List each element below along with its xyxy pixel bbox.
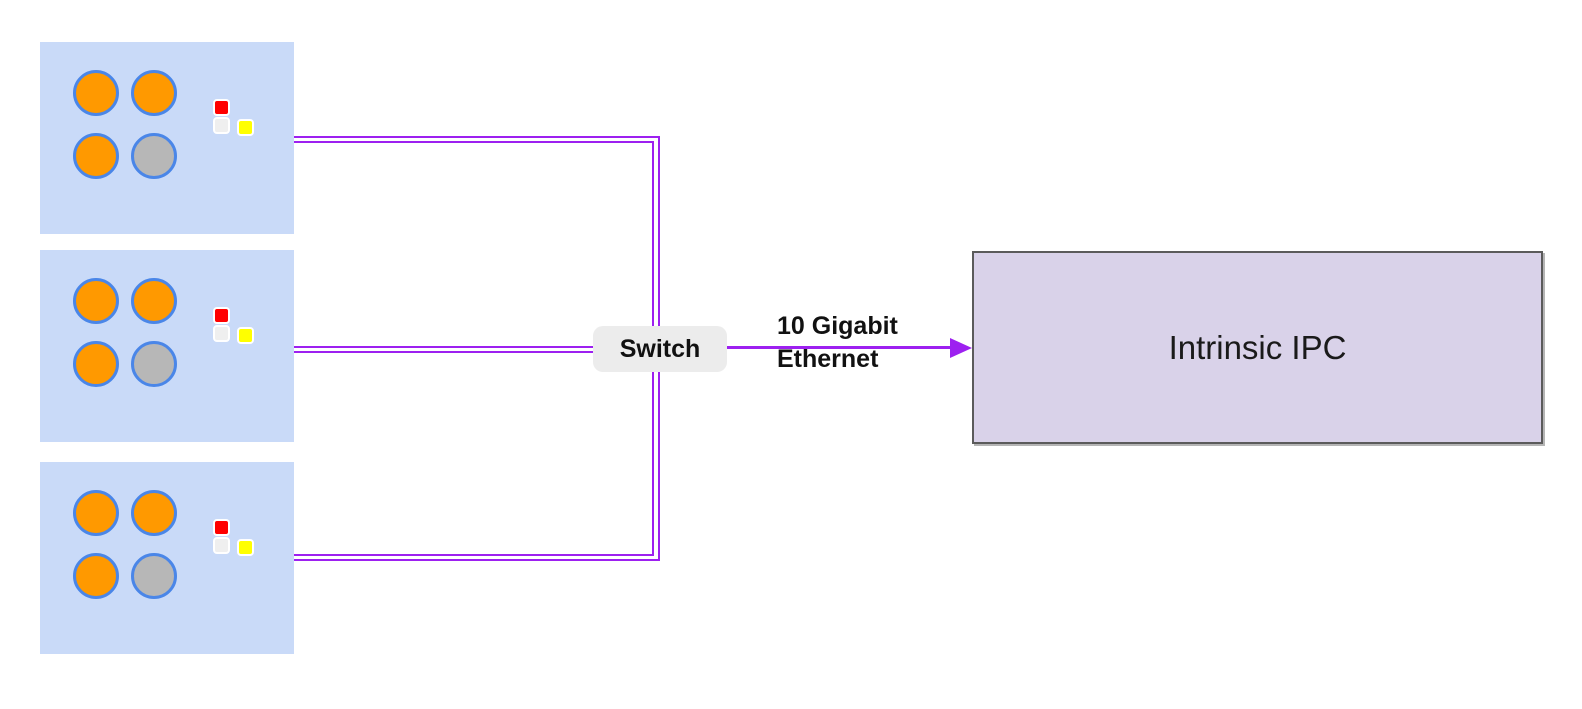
lens-icon xyxy=(73,553,119,599)
lens-icon xyxy=(131,278,177,324)
indicator-gray-icon xyxy=(213,537,230,554)
lens-gray-icon xyxy=(131,341,177,387)
camera-module-2 xyxy=(40,250,294,442)
lens-icon xyxy=(73,341,119,387)
indicator-gray-icon xyxy=(213,117,230,134)
lens-icon xyxy=(131,490,177,536)
switch-label: Switch xyxy=(619,334,701,363)
indicator-yellow-icon xyxy=(237,119,254,136)
lens-icon xyxy=(73,490,119,536)
indicator-red-icon xyxy=(213,519,230,536)
lens-icon xyxy=(73,133,119,179)
indicator-red-icon xyxy=(213,307,230,324)
ethernet-label-line1: 10 Gigabit xyxy=(777,312,898,340)
connector-middle-line-a xyxy=(294,346,654,348)
ethernet-label-line2: Ethernet xyxy=(777,345,879,373)
camera-module-1 xyxy=(40,42,294,234)
indicator-yellow-icon xyxy=(237,327,254,344)
camera-module-3 xyxy=(40,462,294,654)
ethernet-arrow-line xyxy=(700,346,952,349)
ethernet-link-label: 10 Gigabit Ethernet xyxy=(777,310,898,376)
ethernet-arrowhead-icon xyxy=(950,338,972,358)
switch-node: Switch xyxy=(593,326,727,372)
lens-icon xyxy=(131,70,177,116)
connector-middle-line-b xyxy=(294,351,654,353)
lens-gray-icon xyxy=(131,133,177,179)
indicator-yellow-icon xyxy=(237,539,254,556)
ipc-node: Intrinsic IPC xyxy=(972,251,1543,444)
indicator-red-icon xyxy=(213,99,230,116)
lens-gray-icon xyxy=(131,553,177,599)
lens-icon xyxy=(73,278,119,324)
lens-icon xyxy=(73,70,119,116)
indicator-gray-icon xyxy=(213,325,230,342)
ipc-label: Intrinsic IPC xyxy=(1168,328,1347,366)
